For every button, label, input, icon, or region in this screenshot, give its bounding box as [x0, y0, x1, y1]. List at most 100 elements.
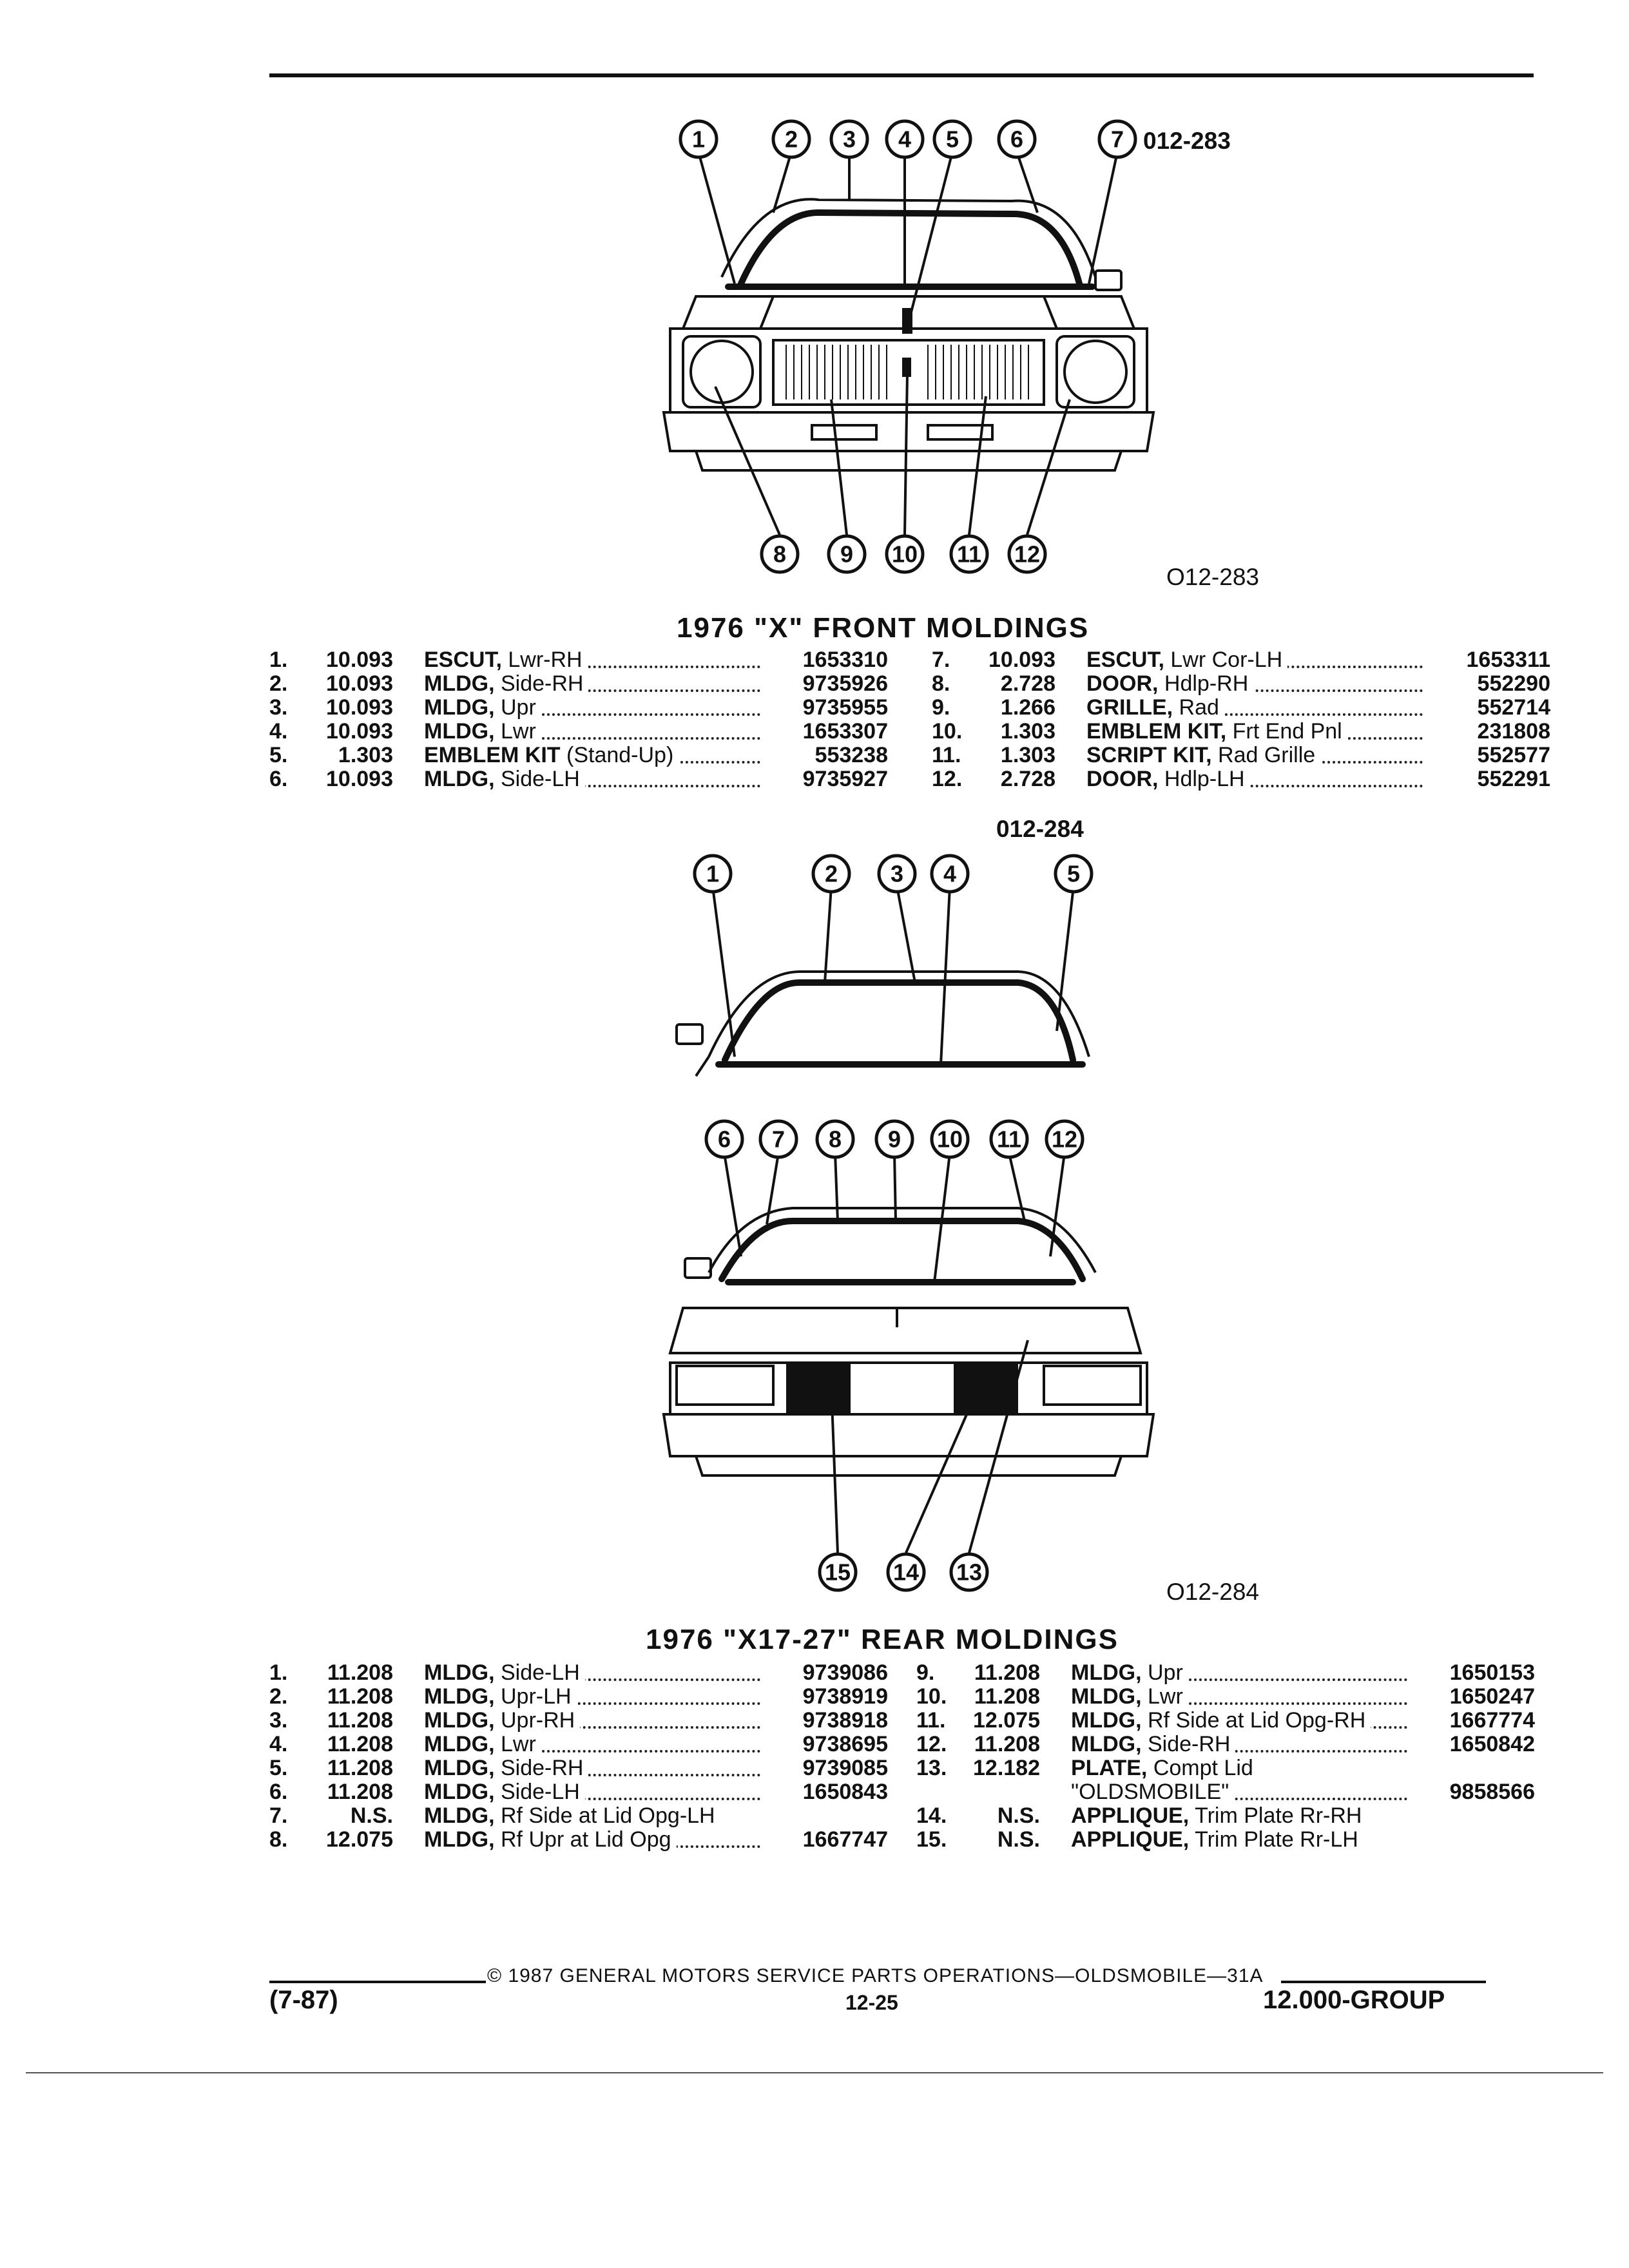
item-description: APPLIQUE, Trim Plate Rr-LH [1071, 1828, 1412, 1852]
item-name: MLDG, [1071, 1685, 1142, 1709]
item-number: 7. [269, 1803, 288, 1828]
part-number: 1650247 [1449, 1684, 1535, 1709]
item-name: MLDG, [424, 767, 495, 791]
front-callout-10: 10 [885, 534, 925, 574]
part-number: 9738918 [802, 1708, 888, 1733]
svg-text:9: 9 [840, 541, 853, 568]
rear-fig-a-callout-4: 4 [930, 854, 970, 894]
group-number: 2.728 [1000, 767, 1055, 791]
item-number: 6. [269, 767, 288, 791]
svg-text:10: 10 [892, 541, 918, 568]
item-name: DOOR, [1086, 672, 1159, 696]
item-detail: Side-RH [494, 1756, 584, 1780]
figure2-code-top: 012-284 [996, 816, 1084, 842]
item-description: DOOR, Hdlp-LH [1086, 767, 1428, 791]
group-number [956, 1780, 1040, 1804]
group-number: 10.093 [326, 648, 393, 672]
item-detail: Lwr [494, 1733, 536, 1756]
footer-rule-right [1281, 1981, 1486, 1983]
group-number: N.S. [350, 1803, 393, 1828]
group-number: 1.266 [1000, 695, 1055, 720]
item-number: 8. [269, 1827, 288, 1852]
svg-text:4: 4 [943, 861, 956, 887]
figure1-code-bottom: O12-283 [1166, 564, 1259, 590]
part-number: 231808 [1477, 719, 1550, 744]
item-description: MLDG, Side-RH [424, 1756, 766, 1780]
item-number: 3. [269, 695, 288, 720]
item-number: 2. [269, 671, 288, 696]
item-description: MLDG, Lwr [1071, 1685, 1412, 1709]
svg-text:2: 2 [825, 861, 838, 887]
front-callout-6: 6 [997, 119, 1037, 159]
group-number: 12.075 [326, 1827, 393, 1852]
svg-text:6: 6 [718, 1126, 731, 1153]
rear-callout-13: 13 [949, 1552, 989, 1592]
rear-fig-a-callout-2: 2 [811, 854, 851, 894]
item-number: 5. [269, 1756, 288, 1780]
svg-text:8: 8 [773, 541, 786, 568]
item-number: 4. [269, 719, 288, 744]
group-number: 1.303 [1000, 743, 1055, 767]
item-detail: Side-LH [494, 767, 580, 791]
item-number: 7. [932, 648, 950, 672]
item-name: MLDG, [424, 1685, 495, 1709]
item-name: EMBLEM KIT, [1086, 720, 1227, 744]
svg-text:12: 12 [1052, 1126, 1077, 1153]
rear-fig-a-callout-5: 5 [1054, 854, 1094, 894]
figure2-code-bottom: O12-284 [1166, 1579, 1259, 1605]
svg-text:8: 8 [829, 1126, 842, 1153]
item-detail: Trim Plate Rr-RH [1189, 1804, 1362, 1828]
rear-callout-12: 12 [1045, 1119, 1084, 1159]
item-description: MLDG, Side-RH [424, 672, 766, 696]
item-detail: Side-RH [1141, 1733, 1231, 1756]
item-name: PLATE, [1071, 1756, 1148, 1780]
item-description: MLDG, Upr-RH [424, 1709, 766, 1733]
rear-fig-a-callout-3: 3 [877, 854, 917, 894]
part-number: 552290 [1477, 671, 1550, 696]
footer-copyright: © 1987 GENERAL MOTORS SERVICE PARTS OPER… [487, 1965, 1264, 1986]
group-number: 11.208 [974, 1684, 1040, 1709]
item-number: 5. [269, 743, 288, 767]
item-name: ESCUT, [424, 648, 502, 672]
item-detail: Rf Side at Lid Opg-RH [1141, 1709, 1366, 1733]
item-description: MLDG, Upr [1071, 1661, 1412, 1685]
group-number: 11.208 [327, 1780, 393, 1804]
group-number: 11.208 [327, 1756, 393, 1780]
group-number: N.S. [997, 1827, 1040, 1852]
group-number: 10.093 [326, 767, 393, 791]
group-number: 11.208 [327, 1660, 393, 1685]
svg-text:9: 9 [888, 1126, 901, 1153]
part-number: 1653310 [802, 648, 888, 672]
item-description: EMBLEM KIT (Stand-Up) [424, 744, 766, 767]
item-detail: Rad [1173, 696, 1219, 720]
item-detail: Upr-RH [494, 1709, 575, 1733]
parts-row: 15.N.S.APPLIQUE, Trim Plate Rr-LH [916, 1828, 1535, 1852]
item-number [916, 1780, 956, 1804]
group-number: 11.208 [327, 1732, 393, 1756]
item-detail: Upr-LH [494, 1685, 572, 1709]
item-name: APPLIQUE, [1071, 1804, 1190, 1828]
figure1-code-top: 012-283 [1143, 128, 1231, 154]
item-description: MLDG, Upr-LH [424, 1685, 766, 1709]
rear-callout-10: 10 [930, 1119, 970, 1159]
bottom-rule [26, 2072, 1603, 2073]
group-number: N.S. [997, 1803, 1040, 1828]
item-description: PLATE, Compt Lid [1071, 1756, 1412, 1780]
item-number: 1. [269, 648, 288, 672]
rear-moldings-title: 1976 "X17-27" REAR MOLDINGS [646, 1624, 1119, 1655]
part-number: 9735955 [802, 695, 888, 720]
front-car-illustration: 1 2 3 4 5 6 7 8 9 10 11 12 [662, 119, 1155, 574]
svg-text:15: 15 [825, 1559, 851, 1586]
part-number: 1653307 [802, 719, 888, 744]
front-callout-7: 7 [1097, 119, 1137, 159]
